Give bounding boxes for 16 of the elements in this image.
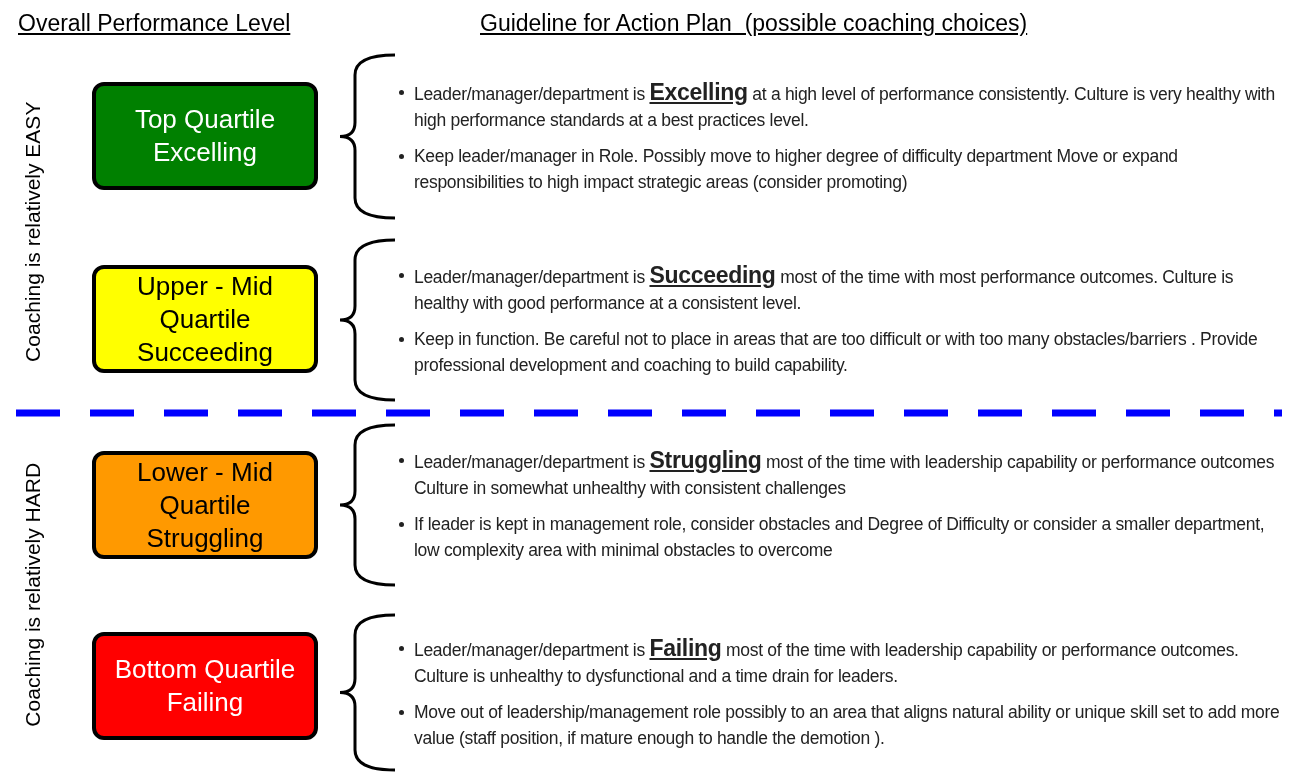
quartile-box: Bottom Quartile Failing bbox=[92, 632, 318, 740]
bullet-text: Keep in function. Be careful not to place in areas that are too difficult or with too many obstacles/barriers . Provide professional development and coaching to build capability. bbox=[414, 328, 1259, 377]
bullet-text: If leader is kept in management role, consider obstacles and Degree of Difficulty or consider a smaller department, low complexity area with minimal obstacles to overcome bbox=[414, 513, 1266, 562]
column-heading: Guideline for Action Plan (possible coaching choices) bbox=[480, 9, 1028, 38]
vertical-label: Coaching is relatively HARD bbox=[20, 463, 46, 727]
quartile-box: Upper - Mid Quartile Succeeding bbox=[92, 265, 318, 373]
bullet-text: Leader/manager/department is Failing most of the time with leadership capability or performance outcomes. Culture is unhealthy to dysfunctional and a time drain for leaders. bbox=[414, 634, 1240, 688]
bullet-text: Move out of leadership/management role possibly to an area that aligns natural ability or unique skill set to add more value (staff position, if mature enough to handle the demotion ). bbox=[414, 700, 1281, 750]
bullet-text: Leader/manager/department is Struggling most of the time with leadership capability or performance outcomes Culture in somewhat unhealthy with consistent challenges bbox=[414, 447, 1276, 500]
bullet-text: Keep leader/manager in Role. Possibly move to higher degree of difficulty department Move or expand responsibilities to high impact strategic areas (consider promoting) bbox=[414, 144, 1179, 194]
column-heading: Overall Performance Level bbox=[18, 9, 291, 38]
quartile-box: Lower - Mid Quartile Struggling bbox=[92, 451, 318, 559]
quartile-box: Top Quartile Excelling bbox=[92, 82, 318, 190]
bullet-text: Leader/manager/department is Succeeding most of the time with most performance outcomes. Culture is healthy with good performance at a consistent level. bbox=[414, 262, 1235, 315]
bullet-text: Leader/manager/department is Excelling at a high level of performance consistently. Culture is very healthy with high performance standards at a best practices level. bbox=[414, 78, 1276, 132]
vertical-label: Coaching is relatively EASY bbox=[20, 101, 46, 363]
